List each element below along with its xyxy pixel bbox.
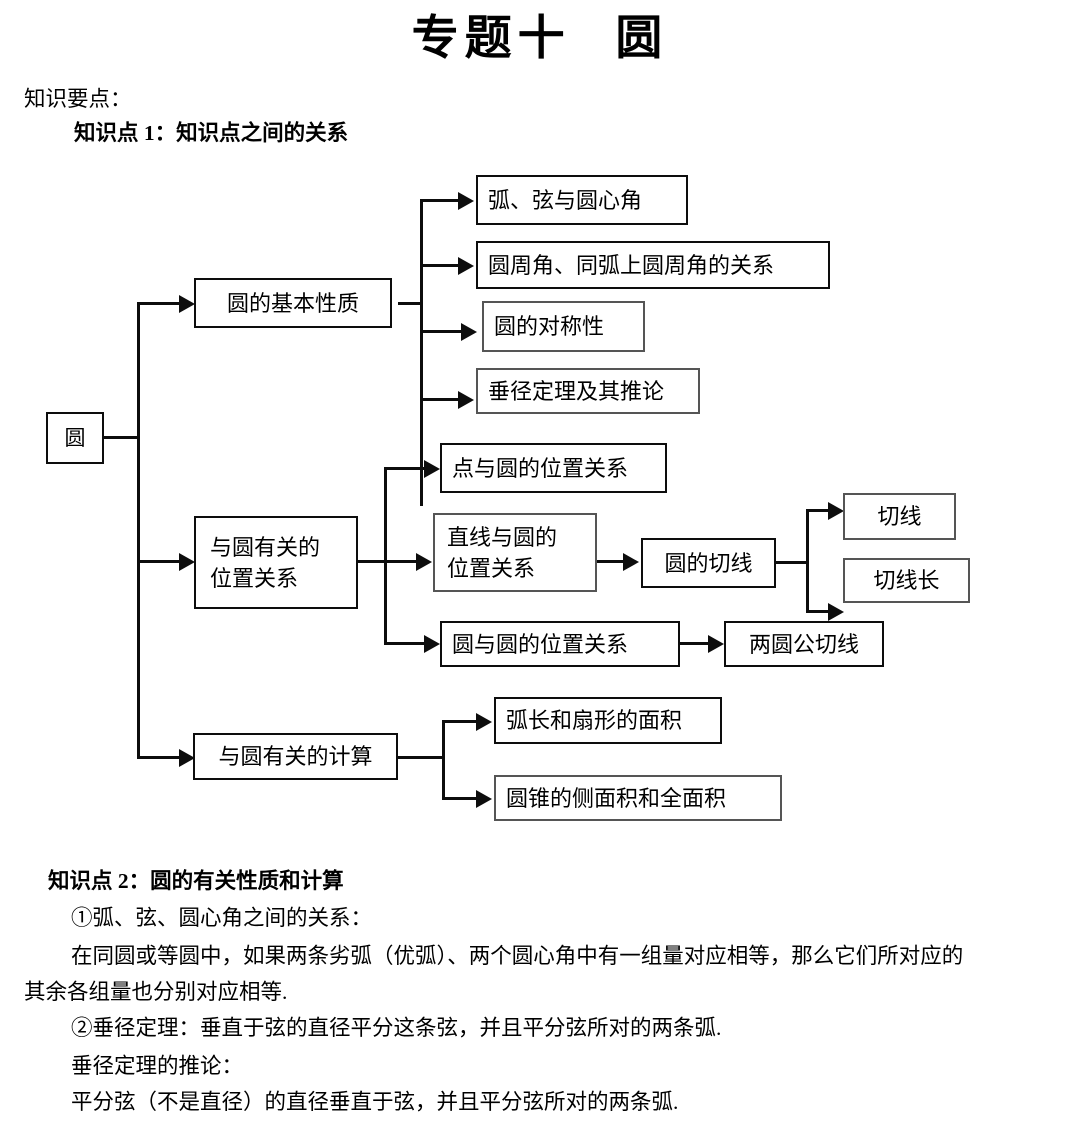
- connector-branch1-child1: [420, 199, 460, 202]
- node-cone-lateral-total-area: 圆锥的侧面积和全面积: [494, 775, 782, 821]
- node-root-circle: 圆: [46, 412, 104, 464]
- node-circle-calculations: 与圆有关的计算: [193, 733, 398, 780]
- knowledge-tree-diagram: 圆 圆的基本性质 弧、弦与圆心角 圆周角、同弧上圆周角的关系 圆的对称性: [0, 160, 1080, 850]
- arrow-branch2-childA: [424, 460, 440, 478]
- arrow-branch3-child1: [476, 713, 492, 731]
- node-circle-basic-properties: 圆的基本性质: [194, 278, 392, 328]
- arrow-branch1-child3: [461, 323, 477, 341]
- node-arc-length-sector-area: 弧长和扇形的面积: [494, 697, 722, 744]
- connector-to-tangent: [597, 560, 625, 563]
- connector-branch3-stub: [398, 756, 444, 759]
- arrow-to-branch2: [179, 553, 195, 571]
- arrow-to-branch1: [179, 295, 195, 313]
- section-2-heading: 知识点 2：圆的有关性质和计算: [48, 869, 344, 893]
- connector-tangent-stub: [776, 561, 808, 564]
- body-line-5: 垂径定理的推论：: [71, 1054, 244, 1078]
- arrow-to-branch3: [179, 749, 195, 767]
- connector-branch1-bus: [420, 200, 423, 506]
- connector-branch2-childA: [384, 467, 426, 470]
- connector-branch3-bus: [442, 721, 445, 799]
- node-inscribed-angle-relation: 圆周角、同弧上圆周角的关系: [476, 241, 830, 289]
- connector-branch1-child4: [420, 398, 460, 401]
- arrow-to-tangent: [623, 553, 639, 571]
- connector-root-trunk: [137, 303, 140, 759]
- connector-branch1-child3: [420, 330, 464, 333]
- connector-tangent-child2: [806, 610, 830, 613]
- node-tangent-line: 切线: [843, 493, 956, 540]
- node-circle-symmetry: 圆的对称性: [482, 301, 645, 352]
- connector-branch3-child1: [442, 720, 478, 723]
- node-point-circle-relation: 点与圆的位置关系: [440, 443, 667, 493]
- connector-to-branch2: [137, 560, 181, 563]
- page-title: 专题十 圆: [411, 11, 669, 66]
- node-circle-circle-relation: 圆与圆的位置关系: [440, 621, 680, 667]
- connector-root-stem: [104, 436, 140, 439]
- arrow-branch3-child2: [476, 790, 492, 808]
- body-line-6: 平分弦（不是直径）的直径垂直于弦，并且平分弦所对的两条弧.: [71, 1090, 679, 1114]
- connector-branch2-stub: [358, 560, 386, 563]
- body-line-4: ②垂径定理：垂直于弦的直径平分这条弦，并且平分弦所对的两条弧.: [71, 1016, 722, 1040]
- connector-branch1-child2: [420, 264, 460, 267]
- connector-branch2-childC: [384, 642, 426, 645]
- connector-branch1-stub: [398, 302, 422, 305]
- connector-branch2-bus: [384, 468, 387, 644]
- node-line-circle-relation: 直线与圆的 位置关系: [433, 513, 597, 592]
- node-perpendicular-diameter-theorem: 垂径定理及其推论: [476, 368, 700, 414]
- arrow-branch2-childC: [424, 635, 440, 653]
- node-tangent-of-circle: 圆的切线: [641, 538, 776, 588]
- connector-tangent-child1: [806, 509, 830, 512]
- node-common-tangent-two-circles: 两圆公切线: [724, 621, 884, 667]
- connector-to-common-tangent: [680, 642, 710, 645]
- connector-to-branch3: [137, 756, 181, 759]
- arrow-branch1-child1: [458, 192, 474, 210]
- arrow-to-common-tangent: [708, 635, 724, 653]
- body-line-1: ①弧、弦、圆心角之间的关系：: [71, 906, 373, 930]
- node-tangent-length: 切线长: [843, 558, 970, 603]
- arrow-tangent-child1: [828, 502, 844, 520]
- arrow-branch2-childB: [416, 553, 432, 571]
- arrow-branch1-child2: [458, 257, 474, 275]
- section-1-heading: 知识点 1：知识点之间的关系: [74, 121, 349, 145]
- knowledge-points-label: 知识要点：: [24, 87, 132, 111]
- arrow-tangent-child2: [828, 603, 844, 621]
- node-position-relations: 与圆有关的 位置关系: [194, 516, 358, 609]
- node-arc-chord-central-angle: 弧、弦与圆心角: [476, 175, 688, 225]
- connector-branch3-child2: [442, 797, 478, 800]
- body-line-3: 其余各组量也分别对应相等.: [24, 980, 288, 1004]
- body-line-2: 在同圆或等圆中，如果两条劣弧（优弧）、两个圆心角中有一组量对应相等，那么它们所对…: [71, 944, 964, 968]
- connector-branch2-childB: [384, 560, 418, 563]
- connector-to-branch1: [137, 302, 181, 305]
- arrow-branch1-child4: [458, 391, 474, 409]
- connector-tangent-bus: [806, 510, 809, 612]
